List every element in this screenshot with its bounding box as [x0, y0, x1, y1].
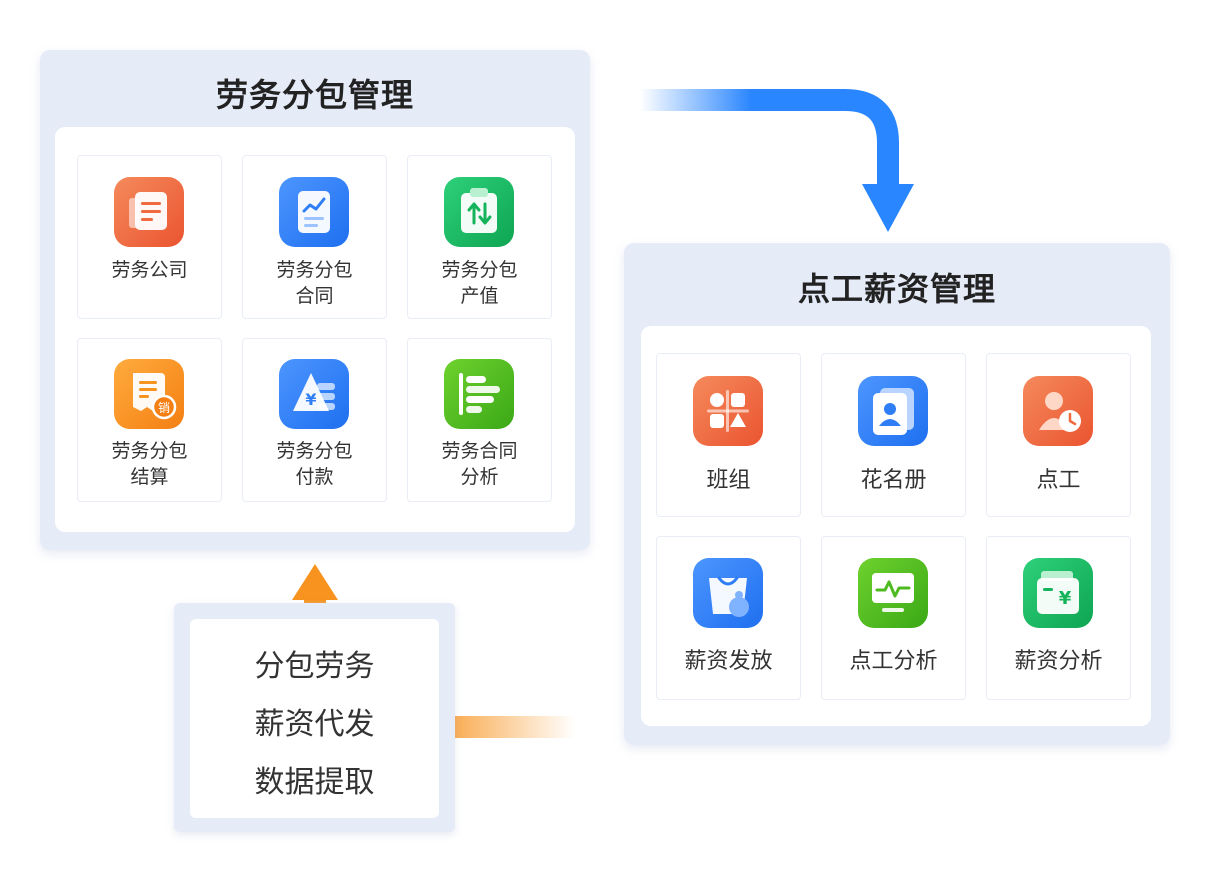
panel-title: 点工薪资管理 [797, 271, 996, 307]
features-panel: 分包劳务 薪资代发 数据提取 [174, 603, 455, 832]
card-salary-payout[interactable]: 薪资发放 [656, 536, 801, 700]
features-list: 分包劳务 薪资代发 数据提取 [190, 619, 439, 818]
bar-chart-icon [444, 359, 514, 429]
labor-subcontract-panel: 劳务分包管理 劳务公司 [40, 50, 590, 550]
feature-item: 数据提取 [254, 766, 375, 799]
card-label: 花名册 [860, 467, 927, 492]
card-team[interactable]: 班组 [656, 353, 801, 517]
card-contract-analysis[interactable]: 劳务合同 分析 [407, 338, 552, 502]
card-roster[interactable]: 花名册 [821, 353, 966, 517]
yuan-payment-icon: ¥ [279, 359, 349, 429]
card-label: 点工 [1036, 467, 1081, 492]
card-label: 劳务公司 [111, 260, 188, 281]
card-label: 班组 [706, 467, 751, 492]
feature-item: 薪资代发 [254, 708, 375, 741]
card-label: 劳务分包 付款 [276, 441, 353, 488]
card-subcontract-contract[interactable]: 劳务分包 合同 [242, 155, 387, 319]
clipboard-sort-icon [444, 177, 514, 247]
card-label: 劳务分包 产值 [441, 260, 518, 307]
worker-clock-icon [1023, 376, 1093, 446]
badge-text: 销 [158, 401, 170, 415]
panel-body: 劳务公司 劳务分包 合同 [55, 127, 575, 532]
svg-text:¥: ¥ [305, 390, 316, 409]
feature-item: 分包劳务 [254, 650, 375, 683]
team-grid-icon [693, 376, 763, 446]
card-labor-company[interactable]: 劳务公司 [77, 155, 222, 319]
flow-arrow-blue [640, 89, 914, 232]
card-label: 劳务分包 结算 [111, 441, 188, 488]
panel-body: 班组 花名册 [641, 326, 1151, 726]
card-subcontract-payment[interactable]: ¥ 劳务分包 付款 [242, 338, 387, 502]
receipt-sale-icon: 销 [114, 359, 184, 429]
svg-text:¥: ¥ [1059, 588, 1072, 609]
card-label: 薪资发放 [684, 648, 773, 673]
card-subcontract-settlement[interactable]: 销 劳务分包 结算 [77, 338, 222, 502]
card-label: 劳务合同 分析 [441, 441, 518, 488]
card-label: 薪资分析 [1014, 648, 1103, 673]
contract-chart-icon [279, 177, 349, 247]
salary-bag-icon [693, 558, 763, 628]
card-day-labor[interactable]: 点工 [986, 353, 1131, 517]
roster-icon [858, 376, 928, 446]
wallet-yuan-icon: ¥ [1023, 558, 1093, 628]
flow-arrow-orange-right [455, 716, 575, 738]
card-subcontract-output[interactable]: 劳务分包 产值 [407, 155, 552, 319]
document-icon [114, 177, 184, 247]
day-labor-salary-panel: 点工薪资管理 班组 [624, 243, 1170, 745]
panel-title: 劳务分包管理 [215, 77, 414, 113]
card-label: 点工分析 [849, 648, 938, 673]
monitor-chart-icon [858, 558, 928, 628]
card-salary-analysis[interactable]: ¥ 薪资分析 [986, 536, 1131, 700]
card-day-labor-analysis[interactable]: 点工分析 [821, 536, 966, 700]
card-label: 劳务分包 合同 [276, 260, 353, 307]
